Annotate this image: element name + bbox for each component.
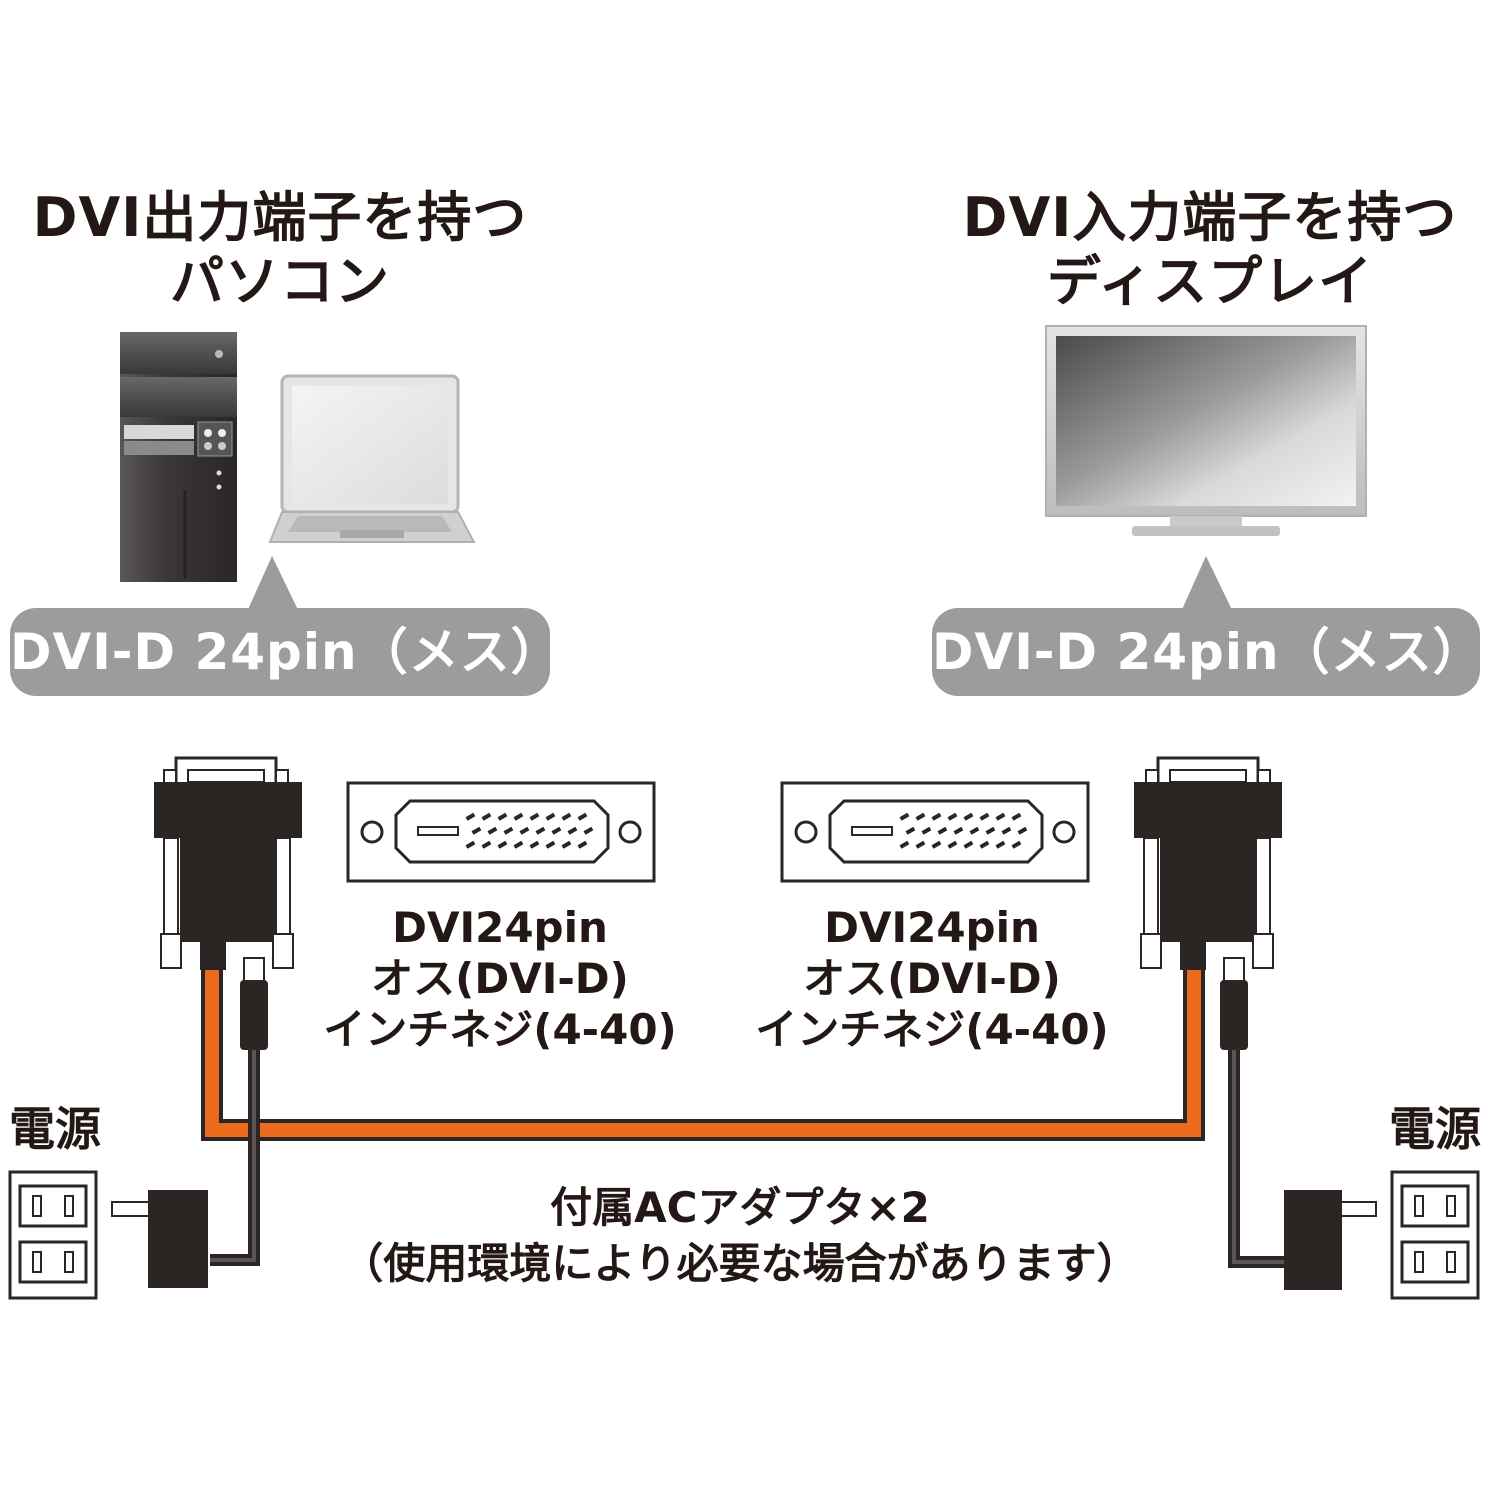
right-dvi-connector-icon [1134, 756, 1286, 1268]
dvi-pin [1011, 812, 1022, 821]
right-connector-label-line2: オス(DVI-D) [803, 954, 1061, 1003]
dvi-pin [577, 812, 588, 821]
dvi-pin [497, 812, 508, 821]
dvi-pin [535, 826, 546, 835]
dvi-male-plug-face-left [346, 781, 656, 883]
dvi-pin [905, 826, 916, 835]
dvi-pin [953, 826, 964, 835]
dvi-pin [947, 840, 958, 849]
dvi-pin [1017, 826, 1028, 835]
right-heading-line1: DVI入力端子を持つ [962, 186, 1458, 249]
right-connector-label-line3: インチネジ(4-40) [755, 1005, 1109, 1054]
left-connector-label-line1: DVI24pin [392, 903, 608, 952]
dvi-pin [1001, 826, 1012, 835]
dvi-pin [969, 826, 980, 835]
dvi-pin [513, 840, 524, 849]
left-heading-line2: パソコン [170, 250, 390, 313]
left-connector-label-line2: オス(DVI-D) [371, 954, 629, 1003]
desktop-tower-icon [120, 332, 237, 582]
dvi-pin [979, 812, 990, 821]
dvi-pin [899, 840, 910, 849]
adapter-note-line1: 付属ACアダプタ×2 [550, 1183, 930, 1232]
dvi-pin [561, 812, 572, 821]
dvi-pin [567, 826, 578, 835]
left-connector-label-line3: インチネジ(4-40) [323, 1005, 677, 1054]
dvi-pin [577, 840, 588, 849]
dvi-male-plug-face-right [780, 781, 1090, 883]
dvi-pin [995, 840, 1006, 849]
monitor-icon [1045, 325, 1367, 536]
dvi-pin [931, 812, 942, 821]
dvi-pin [963, 840, 974, 849]
dvi-pin [979, 840, 990, 849]
dvi-pin [583, 826, 594, 835]
dvi-pin [1011, 840, 1022, 849]
dvi-pin [947, 812, 958, 821]
left-port-badge: DVI-D 24pin（メス） [10, 608, 561, 696]
left-badge-pointer [246, 556, 300, 614]
right-connector-label-line1: DVI24pin [824, 903, 1040, 952]
left-device-heading: DVI出力端子を持つ パソコン [20, 186, 540, 314]
right-badge-pointer [1180, 556, 1234, 614]
dvi-pin [471, 826, 482, 835]
dvi-pin [513, 812, 524, 821]
dvi-pin [931, 840, 942, 849]
dvi-pin [465, 840, 476, 849]
left-heading-line1: DVI出力端子を持つ [32, 186, 528, 249]
dvi-pin [915, 840, 926, 849]
dvi-pin [963, 812, 974, 821]
dvi-pin [465, 812, 476, 821]
dvi-pin [545, 840, 556, 849]
right-port-badge: DVI-D 24pin（メス） [932, 608, 1483, 696]
dvi-pin [529, 840, 540, 849]
dvi-pin [551, 826, 562, 835]
dvi-pin [497, 840, 508, 849]
left-ac-adapter-icon [111, 1190, 208, 1288]
left-dvi-connector-icon [154, 756, 302, 1266]
left-connector-label: DVI24pin オス(DVI-D) インチネジ(4-40) [290, 902, 710, 1055]
dvi-pin [915, 812, 926, 821]
adapter-note: 付属ACアダプタ×2 （使用環境により必要な場合があります） [270, 1180, 1210, 1292]
dvi-pin [481, 840, 492, 849]
dvi-pin [937, 826, 948, 835]
right-heading-line2: ディスプレイ [1046, 250, 1374, 313]
dvi-pin [921, 826, 932, 835]
dvi-pin [899, 812, 910, 821]
laptop-icon [268, 374, 476, 543]
dvi-pin [487, 826, 498, 835]
dvi-pin [529, 812, 540, 821]
left-wall-outlet-icon [8, 1170, 98, 1300]
left-power-label: 電源 [9, 1102, 101, 1156]
dvi-pin [481, 812, 492, 821]
dvi-pin [519, 826, 530, 835]
orange-cable [201, 965, 1205, 1141]
right-connector-label: DVI24pin オス(DVI-D) インチネジ(4-40) [722, 902, 1142, 1055]
dvi-pin [995, 812, 1006, 821]
dvi-pin [561, 840, 572, 849]
right-wall-outlet-icon [1390, 1170, 1480, 1300]
right-power-label: 電源 [1389, 1102, 1481, 1156]
dvi-pin [503, 826, 514, 835]
dvi-pin [985, 826, 996, 835]
adapter-note-line2: （使用環境により必要な場合があります） [341, 1239, 1139, 1288]
dvi-pin [545, 812, 556, 821]
right-device-heading: DVI入力端子を持つ ディスプレイ [950, 186, 1470, 314]
right-ac-adapter-icon [1284, 1190, 1377, 1290]
